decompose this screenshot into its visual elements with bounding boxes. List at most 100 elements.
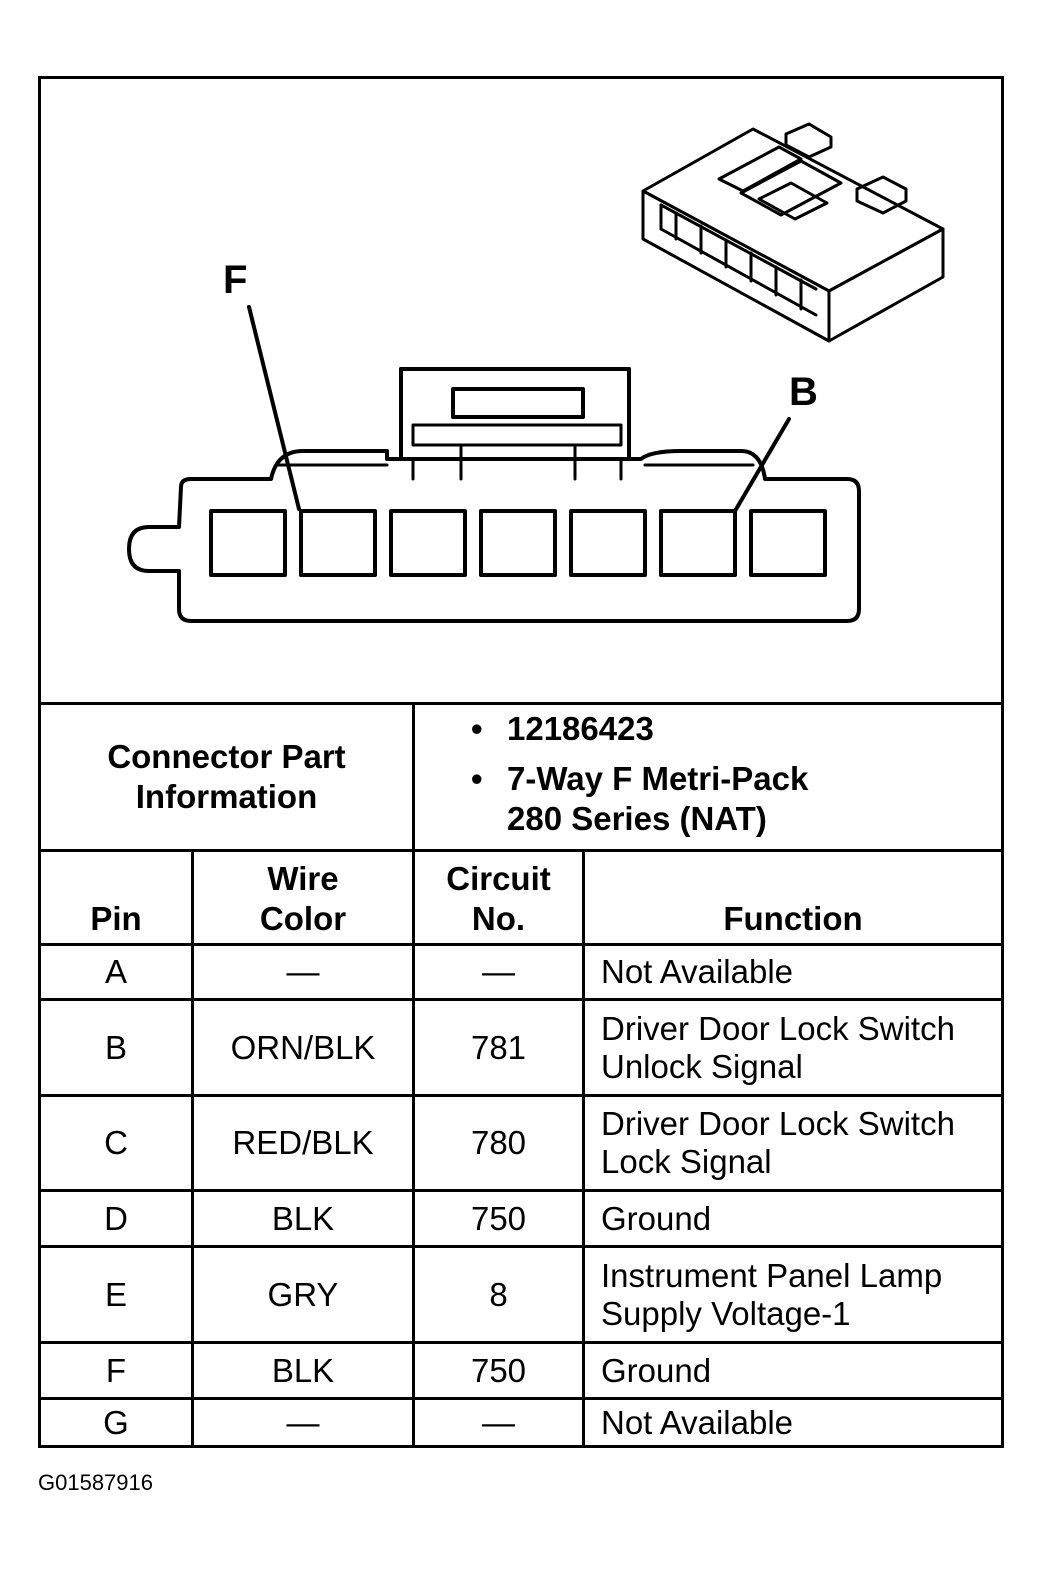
divider-part-info [41, 849, 1001, 852]
divider-row-e [41, 1341, 1001, 1344]
cell-wire: GRY [194, 1248, 412, 1341]
cell-pin: D [41, 1192, 191, 1245]
cell-pin: C [41, 1097, 191, 1189]
cell-function: Ground [585, 1344, 1001, 1397]
header-wire-color-line1: Wire [267, 860, 339, 897]
callout-line-b [733, 417, 791, 513]
header-circuit-line1: Circuit [446, 860, 551, 897]
function-line2: Supply Voltage-1 [601, 1294, 851, 1332]
function-line1: Ground [601, 1351, 712, 1389]
divider-row-f [41, 1397, 1001, 1400]
header-function-text: Function [723, 900, 863, 937]
part-description-line1: 7-Way F Metri-Pack [507, 760, 809, 797]
cell-wire: BLK [194, 1344, 412, 1397]
wire-value: — [286, 1403, 320, 1441]
wire-value: RED/BLK [232, 1124, 374, 1161]
circuit-value: — [482, 953, 515, 990]
function-line1: Not Available [601, 1403, 794, 1441]
circuit-value: 750 [470, 1199, 527, 1237]
connector-diagram: F B [41, 79, 1001, 705]
divider-row-b [41, 1094, 1001, 1097]
divider-col-pin [191, 849, 194, 1445]
connector-part-info-label: Connector Part Information [41, 705, 412, 849]
part-description-item: • 7-Way F Metri-Pack 280 Series (NAT) [471, 759, 808, 839]
function-line1: Instrument Panel Lamp [601, 1256, 943, 1294]
circuit-value: 780 [470, 1124, 527, 1161]
wire-value: BLK [271, 1199, 335, 1237]
circuit-value: 8 [489, 1275, 508, 1313]
connector-figure-frame: F B Connector Part Information • 1218642… [38, 76, 1004, 1448]
divider-col-circuit [582, 849, 585, 1445]
function-line1: Not Available [601, 953, 794, 990]
cell-pin: A [41, 946, 191, 998]
function-line1: Driver Door Lock Switch [601, 1009, 955, 1047]
cell-circuit: 750 [415, 1344, 582, 1397]
cell-pin: G [41, 1400, 191, 1445]
function-line1: Driver Door Lock Switch [601, 1105, 955, 1142]
header-wire-color-line2: Color [259, 900, 347, 937]
bullet-icon: • [471, 760, 483, 797]
pin-value: C [104, 1124, 128, 1161]
pin-value: E [104, 1275, 127, 1313]
cell-pin: F [41, 1344, 191, 1397]
function-line1: Ground [601, 1199, 712, 1237]
cell-circuit: — [415, 1400, 582, 1445]
header-function: Function [585, 852, 1001, 943]
connector-cavities [209, 509, 827, 577]
wire-value: GRY [267, 1275, 339, 1313]
callout-label-b: B [789, 370, 818, 414]
wire-value: BLK [271, 1351, 335, 1389]
callout-line-f [247, 305, 301, 511]
header-wire-color: Wire Color [194, 852, 412, 943]
part-number: 12186423 [507, 710, 654, 747]
pin-value: G [103, 1403, 129, 1441]
header-pin: Pin [41, 852, 191, 943]
part-number-item: • 12186423 [471, 709, 808, 749]
divider-row-c [41, 1189, 1001, 1192]
circuit-value: 750 [470, 1351, 527, 1389]
divider-col-wire [412, 849, 415, 1445]
connector-face-outline [127, 367, 861, 623]
cell-wire: — [194, 946, 412, 998]
header-circuit-no: Circuit No. [415, 852, 582, 943]
function-text: Not Available [601, 1404, 793, 1442]
cell-wire: RED/BLK [194, 1097, 412, 1189]
cell-pin: E [41, 1248, 191, 1341]
circuit-value: 781 [470, 1028, 527, 1066]
connector-part-info-list: • 12186423 • 7-Way F Metri-Pack 280 Seri… [471, 709, 808, 839]
cell-circuit: — [415, 946, 582, 998]
callout-label-f: F [223, 258, 247, 302]
divider-part-info-vertical [412, 702, 415, 849]
cell-circuit: 780 [415, 1097, 582, 1189]
function-text: Not Available [601, 953, 793, 991]
function-line2: Unlock Signal [601, 1047, 803, 1085]
cell-function: Ground [585, 1192, 1001, 1245]
pin-value: B [104, 1028, 127, 1066]
cell-circuit: 8 [415, 1248, 582, 1341]
bullet-icon: • [471, 710, 483, 747]
function-line2: Lock Signal [601, 1143, 772, 1180]
cell-wire: BLK [194, 1192, 412, 1245]
header-pin-text: Pin [90, 900, 142, 937]
cell-circuit: 781 [415, 1001, 582, 1094]
function-text: Ground [601, 1352, 711, 1390]
divider-header [41, 943, 1001, 946]
pin-value: D [104, 1199, 128, 1237]
wire-value: ORN/BLK [230, 1028, 376, 1066]
cell-wire: ORN/BLK [194, 1001, 412, 1094]
cell-wire: — [194, 1400, 412, 1445]
part-description-line2: 280 Series (NAT) [507, 800, 767, 837]
divider-diagram [41, 702, 1001, 705]
connector-part-info-label-text: Connector Part Information [107, 738, 346, 815]
connector-isometric-icon [641, 122, 945, 343]
wire-value: — [286, 953, 320, 990]
cell-circuit: 750 [415, 1192, 582, 1245]
function-text: Ground [601, 1200, 711, 1238]
header-circuit-line2: No. [471, 900, 526, 937]
